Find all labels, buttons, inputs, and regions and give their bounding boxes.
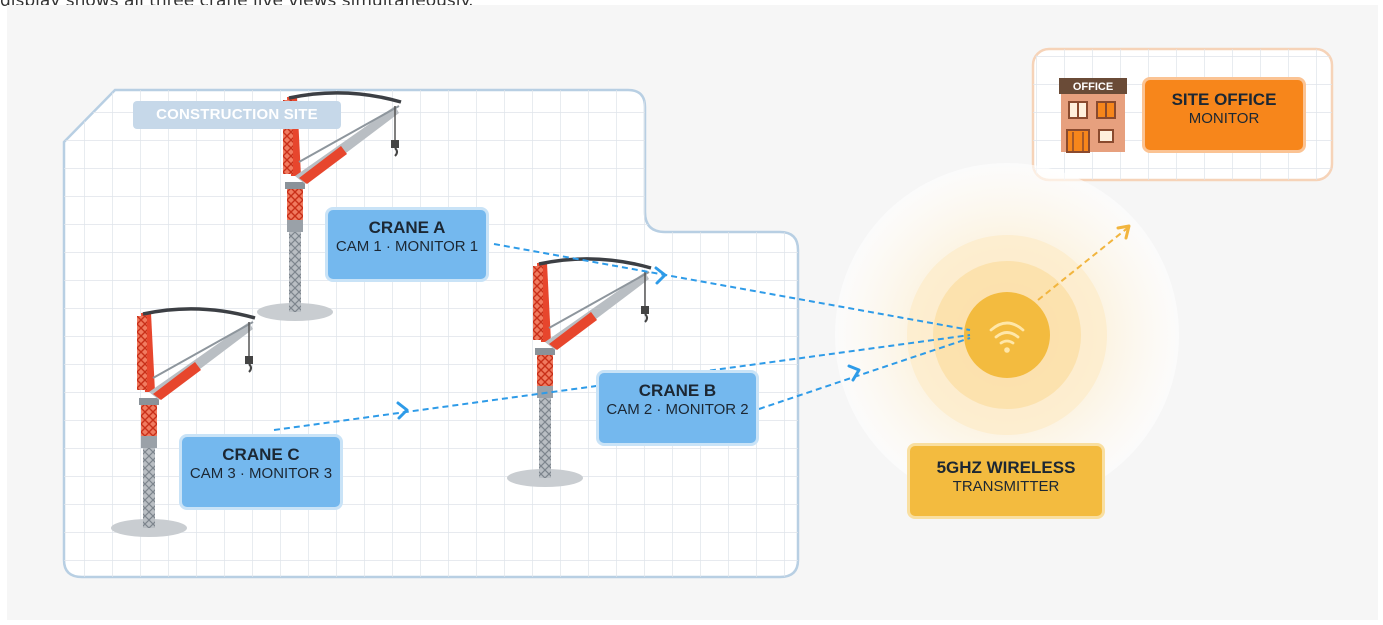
office-title: SITE OFFICE	[1171, 90, 1277, 109]
arrow-crane-c	[396, 401, 409, 420]
construction-site-label: CONSTRUCTION SITE	[133, 101, 341, 129]
arrow-crane-a	[654, 266, 667, 285]
office-building-icon: OFFICE	[1059, 78, 1127, 153]
crane-a-label: CRANE A CAM 1 · MONITOR 1	[325, 207, 489, 282]
office-label: SITE OFFICE MONITOR	[1142, 77, 1306, 153]
crane-c-detail: CAM 3 · MONITOR 3	[189, 465, 333, 482]
transmitter-node	[964, 292, 1050, 378]
link-crane-a	[493, 243, 971, 331]
transmitter-subtitle: TRANSMITTER	[952, 478, 1060, 495]
crane-b-name: CRANE B	[638, 381, 717, 400]
crane-b-detail: CAM 2 · MONITOR 2	[606, 401, 749, 418]
office-sign-text: OFFICE	[1073, 81, 1113, 93]
wifi-icon	[989, 321, 1025, 345]
crane-a-name: CRANE A	[368, 218, 446, 237]
arrow-crane-b	[847, 364, 861, 382]
arrow-office	[1116, 224, 1131, 240]
office-subtitle: MONITOR	[1188, 110, 1260, 127]
link-crane-b	[758, 337, 971, 410]
link-arrows	[396, 266, 861, 420]
transmitter-title: 5GHZ WIRELESS	[936, 458, 1076, 477]
transmitter-label: 5GHZ WIRELESS TRANSMITTER	[907, 443, 1105, 519]
crane-a-detail: CAM 1 · MONITOR 1	[335, 238, 479, 255]
crane-c-name: CRANE C	[222, 445, 300, 464]
crane-c-label: CRANE C CAM 3 · MONITOR 3	[179, 434, 343, 510]
crane-b-label: CRANE B CAM 2 · MONITOR 2	[596, 370, 759, 446]
